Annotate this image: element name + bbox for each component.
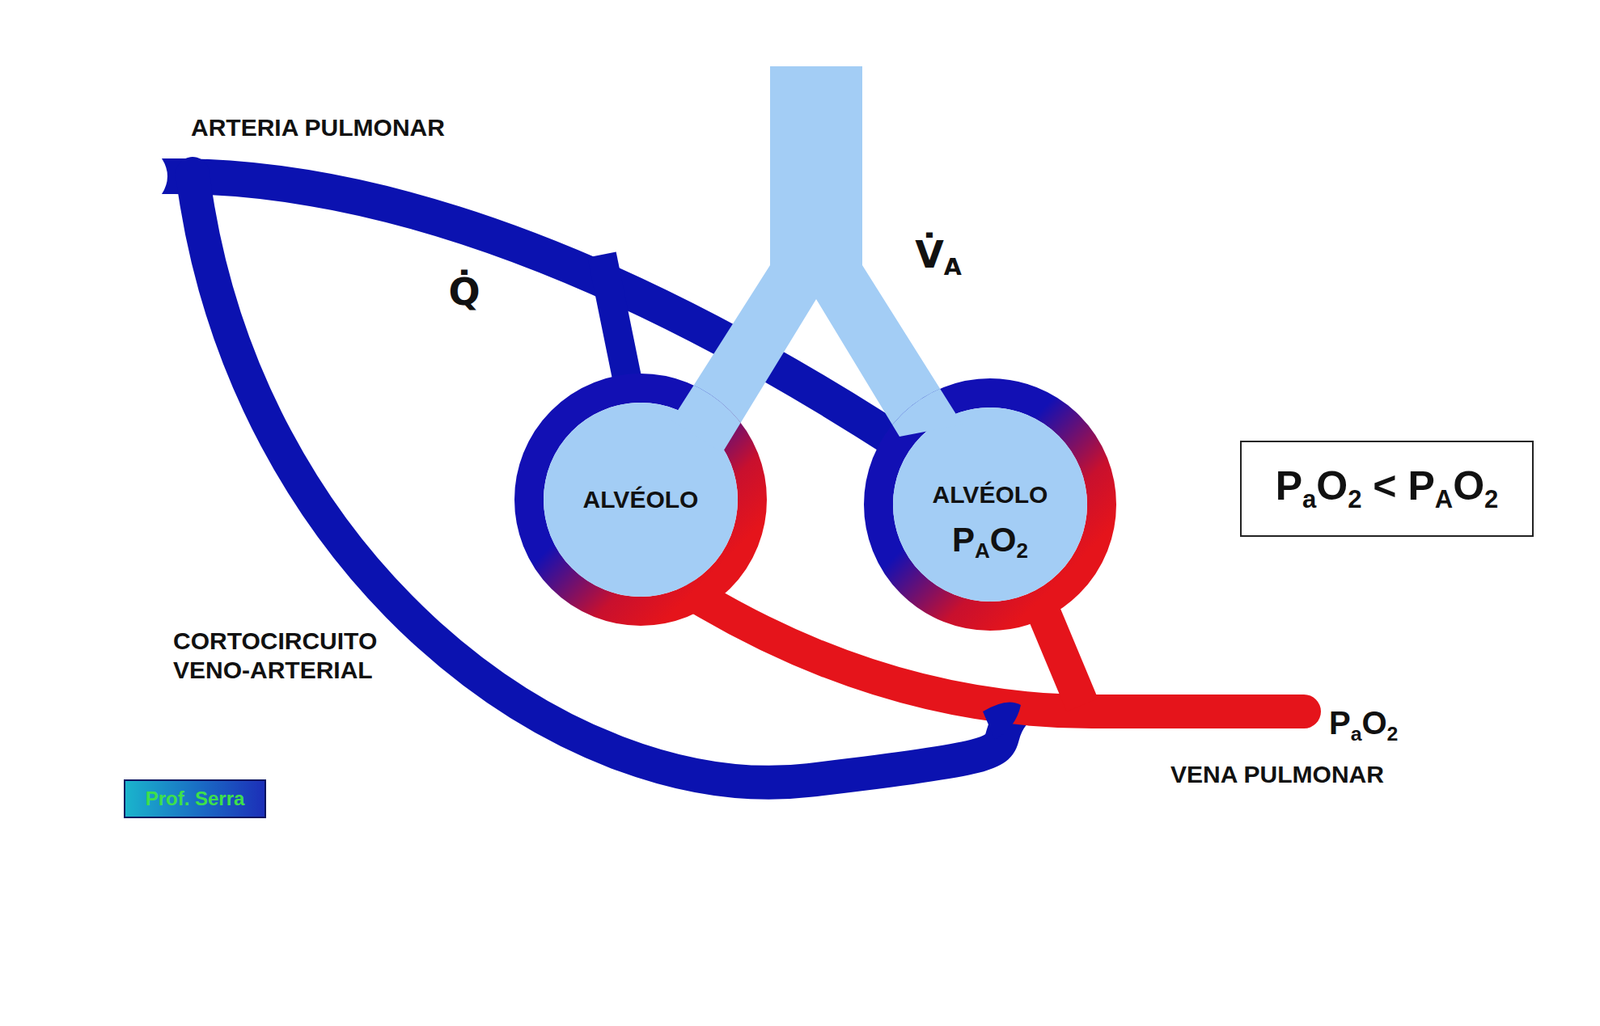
label-holder: Q̇ — [448, 270, 480, 315]
po2-comparison: PaO2 < PAO2 — [1275, 463, 1499, 515]
artery-label: ARTERIA PULMONAR — [190, 113, 445, 143]
vein-label: VENA PULMONAR — [1170, 760, 1385, 790]
alveolar-space — [893, 407, 1088, 602]
credit-tag: Prof. Serra — [123, 779, 267, 819]
airway — [671, 66, 963, 453]
shunt-end — [982, 702, 1021, 741]
bronchiole — [671, 66, 963, 453]
arterial-po2-label: PaO2 — [1329, 703, 1398, 747]
ventilation-symbol: V̇A — [914, 232, 962, 282]
alveolus: ALVÉOLO PAO2 — [863, 378, 1117, 631]
shunt-label: CORTOCIRCUITO VENO-ARTERIAL — [173, 626, 432, 686]
formula-box: PaO2 < PAO2 — [1240, 440, 1534, 538]
label-holder: VENA PULMONAR — [1170, 760, 1385, 790]
bronchiole — [671, 66, 963, 453]
perfusion-symbol: Q̇ — [448, 270, 480, 315]
label-holder: PaO2 — [1329, 703, 1398, 747]
alveolar-po2-label: PAO2 — [952, 520, 1029, 564]
label-holder: CORTOCIRCUITO VENO-ARTERIAL — [173, 626, 432, 686]
label-holder: ARTERIA PULMONAR — [190, 113, 445, 143]
alveolus: ALVÉOLO — [514, 373, 767, 627]
vein-branch — [1039, 602, 1083, 706]
alveolus-label: ALVÉOLO — [932, 481, 1049, 510]
alveolus-label: ALVÉOLO — [583, 486, 699, 515]
author-credit: Prof. Serra — [145, 787, 246, 811]
artery-branch — [601, 254, 630, 390]
label-holder: V̇A — [914, 232, 962, 282]
